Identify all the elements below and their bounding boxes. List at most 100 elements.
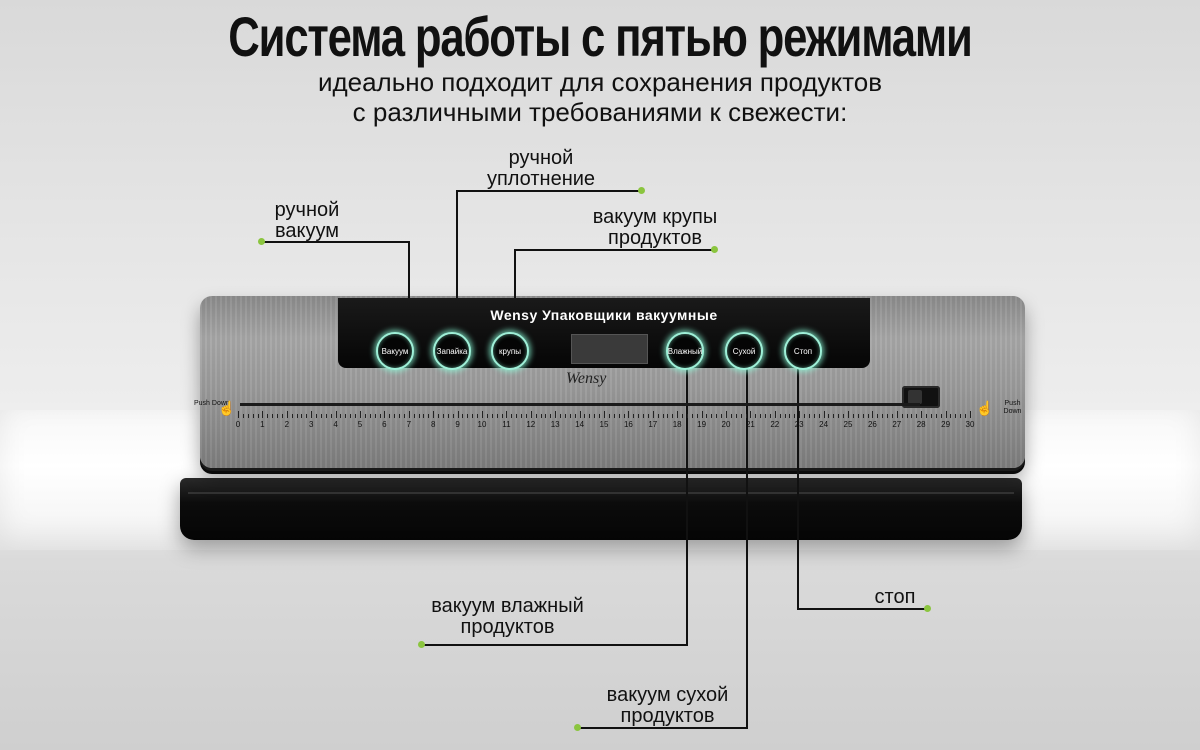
ruler-tick [530,411,532,418]
ruler-tick [267,414,269,418]
ruler-tick [887,414,889,418]
ruler-tick [672,414,674,418]
ruler-tick [652,411,654,418]
grain-button[interactable]: крупы [491,332,529,370]
seal-button[interactable]: Запайка [433,332,471,370]
ruler-tick [735,414,737,418]
ruler-number: 19 [697,420,707,429]
ruler-tick [891,414,893,418]
ruler-tick [618,414,620,418]
ruler-tick [579,411,581,418]
ruler-tick [335,411,337,418]
callout-line [514,249,516,337]
ruler-tick [794,414,796,418]
ruler-tick [360,411,361,418]
ruler-tick [252,414,254,418]
hand-icon: ☝ [976,400,994,416]
ruler-tick [799,411,801,418]
ruler-tick [921,411,923,418]
ruler-tick [852,414,854,418]
ruler-tick [262,411,264,418]
ruler-tick [521,414,523,418]
ruler-tick [950,414,952,418]
ruler-number: 0 [235,420,241,429]
ruler-number: 3 [308,420,314,429]
ruler-tick [696,414,698,418]
ruler-tick [535,414,537,418]
callout-line [797,608,927,610]
ruler-tick [745,414,747,418]
callout-line [456,190,641,192]
vacuum-button[interactable]: Вакуум [376,332,414,370]
ruler-tick [433,411,435,418]
ruler-tick [472,414,474,418]
wet-button[interactable]: Влажный [666,332,704,370]
ruler-tick [496,414,498,418]
ruler-tick [350,414,352,418]
callout-dot [418,641,425,648]
ruler-tick [486,414,488,418]
ruler-tick [408,411,410,418]
ruler-tick [818,414,820,418]
ruler-tick [823,411,825,418]
callout-line [686,362,688,646]
hand-icon: ☝ [218,400,236,416]
ruler-tick [511,414,513,418]
ruler-tick [613,414,615,418]
callout-line [746,362,748,729]
ruler-tick [701,411,703,418]
stop-button[interactable]: Стоп [784,332,822,370]
ruler-tick [394,414,396,418]
ruler-tick [423,414,425,418]
ruler-tick [765,414,767,418]
ruler-tick [657,414,659,418]
ruler-tick [877,414,879,418]
ruler-tick [545,414,547,418]
panel-title: Wensy Упаковщики вакуумные [490,307,718,323]
ruler-tick [525,414,527,418]
ruler-tick [872,411,874,418]
ruler-tick [970,411,971,418]
callout-dot [574,724,581,731]
ruler-tick [711,414,713,418]
ruler-tick [896,411,898,418]
ruler-tick [769,414,771,418]
callout-wet-vacuum: вакуум влажный продуктов [431,595,584,638]
ruler-tick [325,414,327,418]
ruler-tick [364,414,366,418]
ruler-tick [740,414,742,418]
callout-line [797,362,799,610]
ruler-tick [643,414,645,418]
ruler-number: 30 [965,420,975,429]
ruler-tick [813,414,815,418]
ruler-tick [833,414,835,418]
ruler-number: 26 [867,420,877,429]
ruler-tick [906,414,908,418]
ruler-tick [467,414,469,418]
callout-line [514,249,714,251]
ruler-tick [677,411,679,418]
callout-dot [638,187,645,194]
ruler-tick [340,414,342,418]
lock-switch[interactable] [902,386,940,408]
dry-button[interactable]: Сухой [725,332,763,370]
ruler-tick [848,411,849,418]
ruler-tick [667,414,669,418]
ruler-tick [291,414,293,418]
callout-line [422,644,688,646]
ruler-tick [721,414,723,418]
ruler-tick [730,414,732,418]
ruler-tick [867,414,869,418]
ruler-tick [384,411,386,418]
callout-dot [258,238,265,245]
ruler-number: 6 [382,420,387,429]
ruler-number: 25 [843,420,853,429]
ruler-number: 9 [455,420,460,429]
push-down-label-right: Push Down [1003,400,1022,415]
ruler-tick [662,414,664,418]
ruler-number: 13 [550,420,560,429]
ruler-tick [604,411,605,418]
ruler-number: 17 [648,420,658,429]
ruler-tick [838,414,840,418]
